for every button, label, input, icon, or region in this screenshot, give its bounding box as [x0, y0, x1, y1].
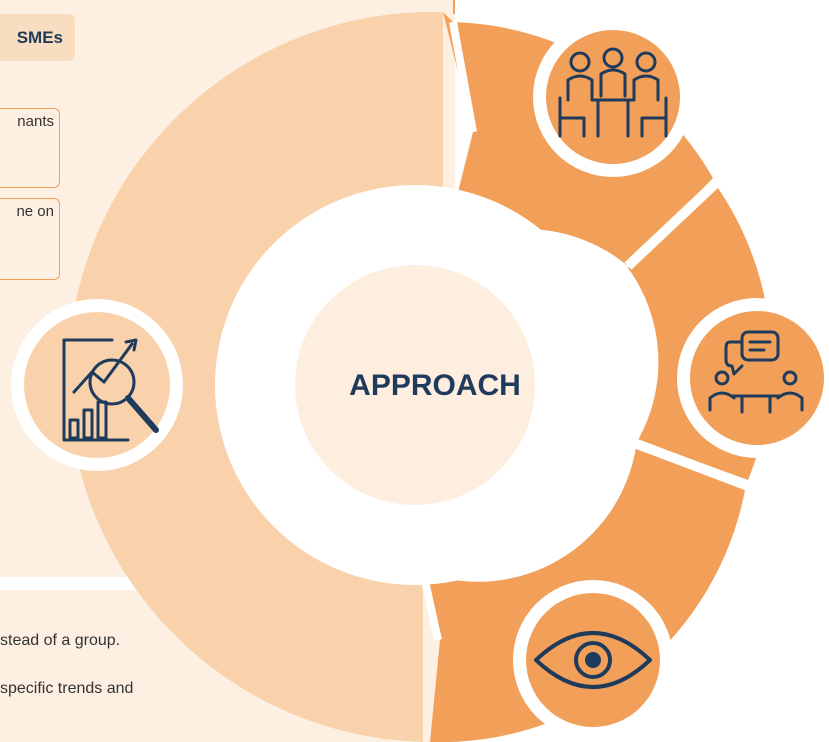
center-label: APPROACH [349, 369, 521, 402]
divider-line [453, 0, 455, 14]
note-box-1: nants [0, 108, 60, 188]
discussion-chat-icon [677, 298, 829, 458]
separator-2 [624, 179, 720, 270]
bottom-text-line-1: stead of a group. [0, 632, 121, 649]
separator-1 [449, 21, 477, 133]
data-analysis-magnifier-icon [11, 299, 183, 471]
smes-tag: SMEs [0, 14, 75, 61]
bottom-text-line-2: specific trends and [0, 680, 134, 697]
center-disc [295, 265, 535, 505]
team-meeting-icon [533, 17, 693, 177]
separator-3 [635, 439, 750, 491]
eye-icon [513, 580, 673, 740]
note-box-2: ne on [0, 198, 60, 280]
